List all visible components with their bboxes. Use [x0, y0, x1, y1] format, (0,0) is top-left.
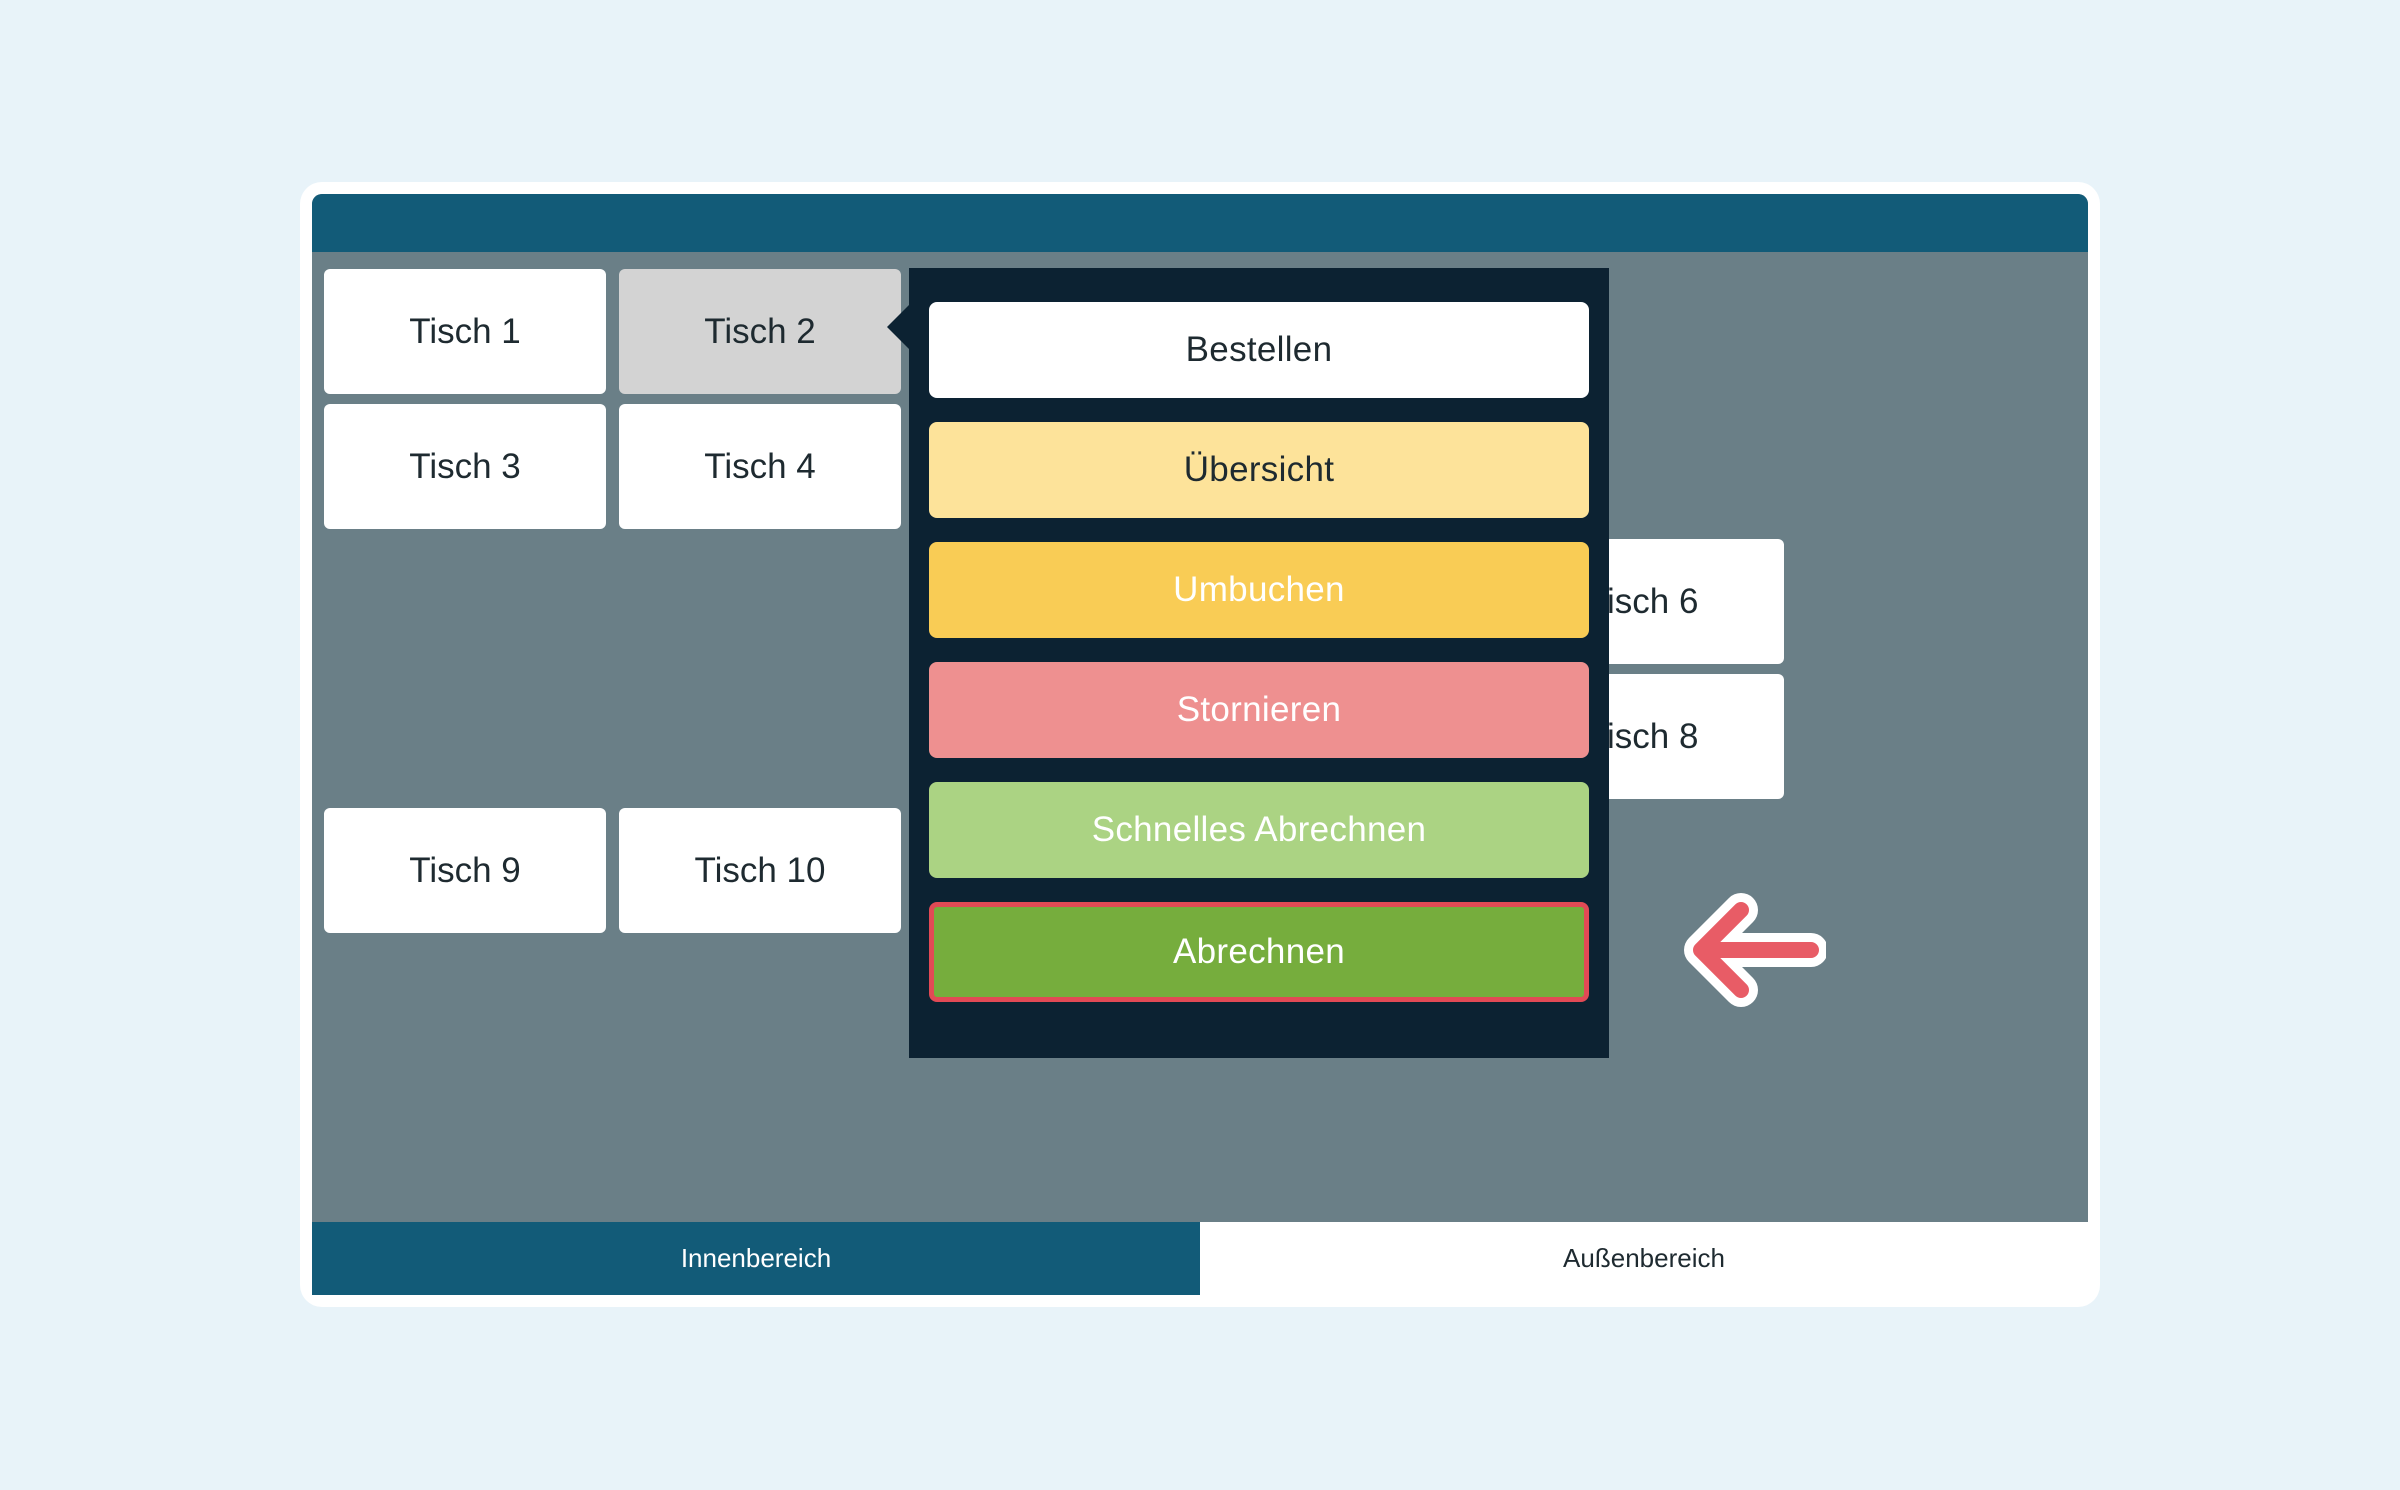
table-label: Tisch 10	[694, 850, 826, 890]
table-button-1[interactable]: Tisch 1	[324, 269, 606, 394]
table-action-menu: Bestellen Übersicht Umbuchen Stornieren …	[909, 268, 1609, 1058]
area-tabs: Innenbereich Außenbereich	[312, 1222, 2088, 1295]
rebook-button-label: Umbuchen	[1173, 570, 1345, 609]
table-label: Tisch 3	[409, 446, 521, 486]
tab-indoor-label: Innenbereich	[680, 1243, 832, 1273]
overview-button[interactable]: Übersicht	[929, 422, 1589, 518]
tab-outdoor-label: Außenbereich	[1563, 1243, 1725, 1273]
cancel-button[interactable]: Stornieren	[929, 662, 1589, 758]
table-button-6[interactable]: isch 6	[1592, 539, 1784, 664]
table-label: Tisch 4	[704, 446, 816, 486]
checkout-button-label: Abrechnen	[1173, 932, 1345, 971]
quick-checkout-button[interactable]: Schnelles Abrechnen	[929, 782, 1589, 878]
table-button-8[interactable]: isch 8	[1592, 674, 1784, 799]
tab-outdoor[interactable]: Außenbereich	[1200, 1222, 2088, 1295]
table-label: Tisch 2	[704, 311, 816, 351]
table-button-10[interactable]: Tisch 10	[619, 808, 901, 933]
quick-checkout-button-label: Schnelles Abrechnen	[1091, 810, 1427, 849]
tab-indoor[interactable]: Innenbereich	[312, 1222, 1200, 1295]
checkout-button[interactable]: Abrechnen	[929, 902, 1589, 1002]
order-button[interactable]: Bestellen	[929, 302, 1589, 398]
app-window: Tisch 1 Tisch 2 Tisch 3 Tisch 4 isch 6 i…	[312, 194, 2088, 1295]
overview-button-label: Übersicht	[1183, 450, 1335, 489]
table-button-2-selected[interactable]: Tisch 2	[619, 269, 901, 394]
arrow-left-icon	[1684, 893, 1826, 1007]
rebook-button[interactable]: Umbuchen	[929, 542, 1589, 638]
popup-pointer	[887, 305, 909, 349]
order-button-label: Bestellen	[1185, 330, 1333, 369]
table-label: isch 6	[1607, 581, 1699, 621]
table-button-9[interactable]: Tisch 9	[324, 808, 606, 933]
table-label: isch 8	[1607, 716, 1699, 756]
table-button-4[interactable]: Tisch 4	[619, 404, 901, 529]
top-bar	[312, 194, 2088, 252]
table-label: Tisch 1	[409, 311, 521, 351]
table-label: Tisch 9	[409, 850, 521, 890]
cancel-button-label: Stornieren	[1176, 690, 1342, 729]
table-button-3[interactable]: Tisch 3	[324, 404, 606, 529]
